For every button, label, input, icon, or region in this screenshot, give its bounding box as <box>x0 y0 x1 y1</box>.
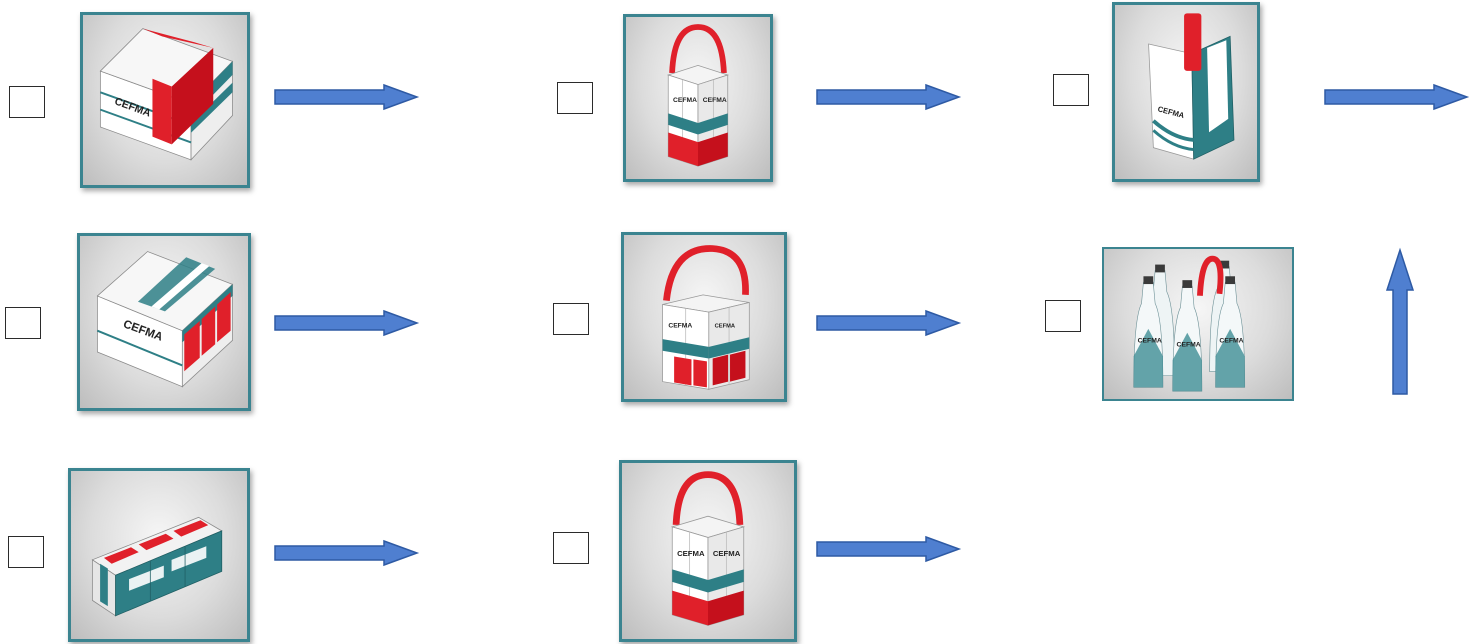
right-arrow-icon <box>274 83 420 111</box>
handle-box-pack-image: CEFMA CEFMA <box>623 14 773 182</box>
svg-text:CEFMA: CEFMA <box>713 549 741 558</box>
checkbox-r3c1[interactable] <box>8 536 44 568</box>
svg-text:CEFMA: CEFMA <box>715 324 736 330</box>
stacked-boxes-product-image: CEFMA <box>77 233 251 411</box>
bottle-pack-image: CEFMA CEFMA CEFMA <box>1102 247 1294 401</box>
svg-text:CEFMA: CEFMA <box>1177 341 1201 348</box>
checkbox-r2c1[interactable] <box>5 307 41 339</box>
svg-text:CEFMA: CEFMA <box>703 97 727 104</box>
handle-box-pack-image: CEFMA CEFMA <box>619 460 797 642</box>
right-arrow-icon <box>274 309 420 337</box>
right-arrow-icon <box>816 535 962 563</box>
checkbox-r1c2[interactable] <box>557 82 593 114</box>
checkbox-r1c1[interactable] <box>9 86 45 118</box>
checkbox-r2c2[interactable] <box>553 303 589 335</box>
svg-text:CEFMA: CEFMA <box>677 549 705 558</box>
right-arrow-icon <box>1324 83 1470 111</box>
svg-text:CEFMA: CEFMA <box>1138 338 1162 345</box>
svg-text:CEFMA: CEFMA <box>1219 338 1243 345</box>
lying-box-pack-image <box>68 468 250 642</box>
svg-text:CEFMA: CEFMA <box>668 323 692 330</box>
stacked-boxes-red-band-image: CEFMA <box>80 12 250 188</box>
wide-handle-box-image: CEFMA CEFMA <box>621 232 787 402</box>
carry-bag-image: CEFMA <box>1112 2 1260 182</box>
svg-text:CEFMA: CEFMA <box>673 97 697 104</box>
checkbox-r2c3[interactable] <box>1045 300 1081 332</box>
right-arrow-icon <box>816 309 962 337</box>
checkbox-r3c2[interactable] <box>553 532 589 564</box>
checkbox-r1c3[interactable] <box>1053 74 1089 106</box>
up-arrow-icon <box>1385 247 1415 396</box>
right-arrow-icon <box>816 83 962 111</box>
right-arrow-icon <box>274 539 420 567</box>
